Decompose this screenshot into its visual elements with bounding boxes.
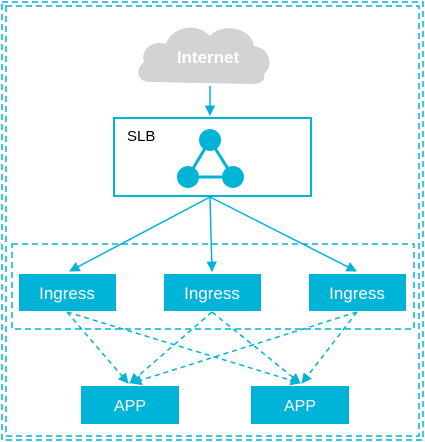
- app-node-2: APP: [251, 386, 349, 424]
- ingress-1-label: Ingress: [39, 284, 95, 303]
- slb-label: SLB: [127, 128, 155, 145]
- app-1-label: APP: [114, 398, 146, 415]
- ingress-2-label: Ingress: [184, 284, 240, 303]
- inner-frame: [5, 5, 420, 437]
- ingress-to-app-links: [66, 311, 358, 386]
- app-node-1: APP: [81, 386, 179, 424]
- load-balancer-icon: [177, 129, 244, 188]
- ingress-2-to-app-1-arrow: [129, 311, 213, 384]
- ingress-node-2: Ingress: [164, 274, 261, 311]
- ingress-3-label: Ingress: [329, 284, 385, 303]
- ingress-1-to-app-2-arrow: [66, 311, 302, 386]
- ingress-node-3: Ingress: [309, 274, 406, 311]
- slb-to-ingress-2-arrow: [206, 196, 217, 273]
- ingress-node-1: Ingress: [19, 274, 116, 311]
- slb-to-ingress-1-arrow: [69, 196, 211, 272]
- internet-cloud: Internet: [138, 27, 270, 84]
- ingress-1-to-app-1-arrow: [66, 311, 129, 384]
- app-2-label: APP: [284, 398, 316, 415]
- ingress-group-frame: [11, 243, 415, 330]
- ingress-3-to-app-2-arrow: [301, 311, 358, 384]
- slb-node: SLB: [113, 117, 312, 197]
- cloud-icon: [138, 27, 270, 84]
- ingress-2-to-app-2-arrow: [211, 311, 301, 384]
- slb-to-ingress-3-arrow: [209, 196, 357, 272]
- ingress-3-to-app-1-arrow: [130, 311, 358, 386]
- internet-label: Internet: [177, 48, 240, 67]
